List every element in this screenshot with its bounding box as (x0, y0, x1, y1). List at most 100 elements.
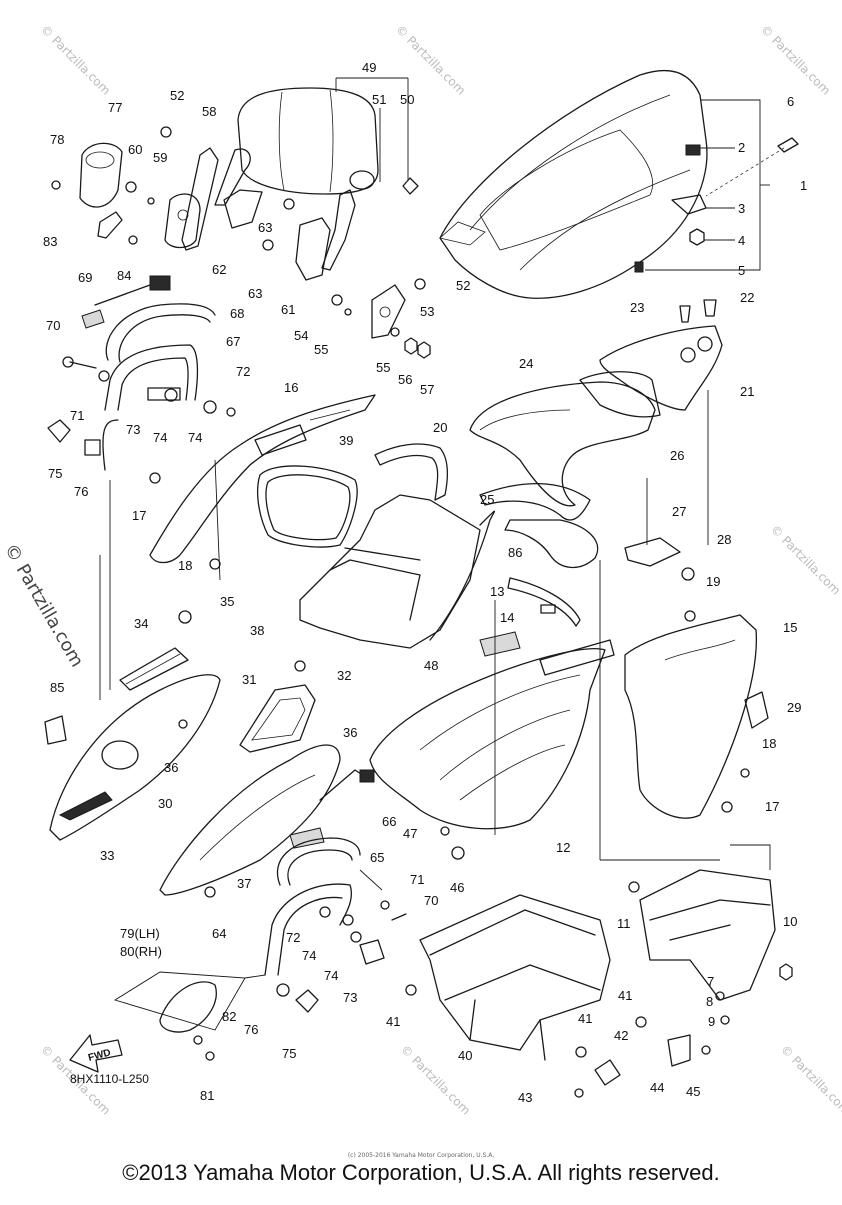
seat-hinge[interactable] (624, 537, 695, 581)
callout-76: 76 (74, 484, 88, 499)
callout-73: 73 (126, 422, 140, 437)
callout-75: 75 (48, 466, 62, 481)
callout-63: 63 (248, 286, 262, 301)
leader-lines (99, 390, 771, 979)
grab-bar-upper[interactable] (102, 303, 216, 471)
callout-23: 23 (630, 300, 644, 315)
rear-grab-rail[interactable] (628, 869, 793, 1067)
callout-25: 25 (480, 492, 494, 507)
rear-frame[interactable] (405, 894, 647, 1098)
tail-cover[interactable] (599, 299, 723, 411)
callout-83: 83 (43, 234, 57, 249)
callout-33: 33 (100, 848, 114, 863)
callout-52: 52 (456, 278, 470, 293)
callout-41: 41 (386, 1014, 400, 1029)
side-cover-left[interactable] (44, 610, 221, 841)
fasteners-left[interactable] (47, 356, 236, 456)
svg-text:FWD: FWD (87, 1047, 112, 1064)
callout-27: 27 (672, 504, 686, 519)
callout-43: 43 (518, 1090, 532, 1105)
callout-55: 55 (376, 360, 390, 375)
callout-78: 78 (50, 132, 64, 147)
callout-24: 24 (519, 356, 533, 371)
callout-46: 46 (450, 880, 464, 895)
grab-bar-cover[interactable] (51, 142, 138, 245)
seat-hardware[interactable] (634, 99, 799, 273)
callout-17: 17 (132, 508, 146, 523)
callout-1: 1 (800, 178, 807, 193)
callout-84: 84 (117, 268, 131, 283)
fasteners-lower[interactable] (204, 826, 465, 1013)
callout-68: 68 (230, 306, 244, 321)
callout-67: 67 (226, 334, 240, 349)
callout-36: 36 (164, 760, 178, 775)
callout-86: 86 (508, 545, 522, 560)
callout-66: 66 (382, 814, 396, 829)
callout-21: 21 (740, 384, 754, 399)
callout-79lh: 79(LH) (120, 926, 160, 941)
callout-56: 56 (398, 372, 412, 387)
backrest-brackets[interactable] (125, 126, 431, 359)
fwd-arrow-icon: FWD (69, 1034, 123, 1073)
tail-panel[interactable] (159, 660, 375, 896)
callout-2: 2 (738, 140, 745, 155)
callout-31: 31 (242, 672, 256, 687)
wire-harness[interactable] (81, 275, 171, 329)
diagram-code: 8HX1110-L250 (70, 1072, 149, 1086)
callout-60: 60 (128, 142, 142, 157)
watermark: © Partzilla.com (778, 1042, 842, 1117)
callout-62: 62 (212, 262, 226, 277)
callout-80rh: 80(RH) (120, 944, 162, 959)
storage-box[interactable] (257, 443, 496, 649)
callout-75: 75 (282, 1046, 296, 1061)
callout-18: 18 (178, 558, 192, 573)
callout-9: 9 (708, 1014, 715, 1029)
callout-72: 72 (236, 364, 250, 379)
callout-11: 11 (617, 916, 631, 931)
seat-base[interactable] (469, 371, 661, 569)
callout-18: 18 (762, 736, 776, 751)
side-cover-right[interactable] (624, 610, 769, 819)
callout-10: 10 (783, 914, 797, 929)
callout-6: 6 (787, 94, 794, 109)
callout-64: 64 (212, 926, 226, 941)
callout-73: 73 (343, 990, 357, 1005)
callout-74: 74 (324, 968, 338, 983)
callout-77: 77 (108, 100, 122, 115)
callout-35: 35 (220, 594, 234, 609)
callout-48: 48 (424, 658, 438, 673)
watermark: © Partzilla.com (38, 22, 113, 97)
callout-85: 85 (50, 680, 64, 695)
callout-37: 37 (237, 876, 251, 891)
callout-59: 59 (153, 150, 167, 165)
backrest[interactable] (237, 77, 419, 195)
callout-14: 14 (500, 610, 514, 625)
callout-22: 22 (740, 290, 754, 305)
callout-74: 74 (302, 948, 316, 963)
seat-assembly[interactable] (439, 69, 708, 299)
callout-47: 47 (403, 826, 417, 841)
callout-38: 38 (250, 623, 264, 638)
callout-39: 39 (339, 433, 353, 448)
callout-65: 65 (370, 850, 384, 865)
callout-49: 49 (362, 60, 376, 75)
callout-15: 15 (783, 620, 797, 635)
callout-82: 82 (222, 1009, 236, 1024)
callout-72: 72 (286, 930, 300, 945)
callout-54: 54 (294, 328, 308, 343)
callout-42: 42 (614, 1028, 628, 1043)
callout-8: 8 (706, 994, 713, 1009)
callout-63: 63 (258, 220, 272, 235)
grab-bar-lower[interactable] (264, 837, 361, 976)
callout-53: 53 (420, 304, 434, 319)
callout-3: 3 (738, 201, 745, 216)
copyright-footer: ©2013 Yamaha Motor Corporation, U.S.A. A… (122, 1160, 720, 1185)
callout-55: 55 (314, 342, 328, 357)
callout-69: 69 (78, 270, 92, 285)
side-cover-left-inner[interactable] (149, 394, 376, 570)
rear-fender-tray[interactable] (369, 577, 615, 830)
callout-34: 34 (134, 616, 148, 631)
callout-36: 36 (343, 725, 357, 740)
callout-32: 32 (337, 668, 351, 683)
callout-81: 81 (200, 1088, 214, 1103)
